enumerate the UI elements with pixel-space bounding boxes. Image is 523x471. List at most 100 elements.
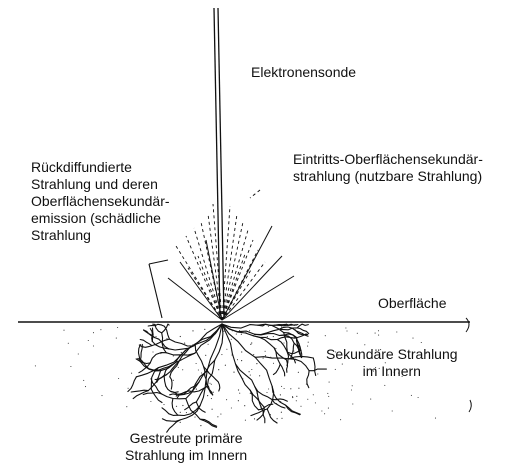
- stipple-dot: [182, 369, 183, 370]
- stipple-dot: [163, 404, 164, 405]
- scattered-primary-radiation: [128, 324, 327, 432]
- stipple-dot: [101, 395, 102, 396]
- stipple-dot: [209, 383, 210, 384]
- stipple-dot: [192, 344, 193, 345]
- scatter-path: [207, 384, 213, 395]
- stipple-dot: [63, 330, 64, 331]
- stipple-dot: [196, 389, 197, 390]
- stipple-dot: [233, 372, 234, 373]
- stipple-dot: [295, 329, 296, 330]
- stipple-dot: [275, 348, 276, 349]
- stipple-dot: [118, 378, 119, 379]
- stipple-dot: [184, 343, 185, 344]
- entrance-ray: [194, 228, 222, 320]
- stipple-dot: [378, 335, 379, 336]
- stipple-dot: [307, 399, 308, 400]
- stipple-dot: [205, 355, 206, 356]
- stipple-dot: [370, 399, 371, 400]
- stipple-dot: [284, 388, 285, 389]
- stipple-dot: [256, 392, 257, 393]
- stipple-dot: [78, 353, 79, 354]
- scatter-path: [216, 380, 220, 391]
- scatter-path: [222, 324, 255, 357]
- scatter-path: [287, 353, 289, 365]
- stipple-dot: [265, 355, 266, 356]
- stipple-dot: [279, 329, 280, 330]
- stipple-dot: [308, 342, 309, 343]
- stipple-dot: [131, 373, 132, 374]
- stipple-dot: [412, 338, 413, 339]
- stipple-dot: [204, 329, 205, 330]
- stipple-dot: [273, 363, 274, 364]
- stipple-dot: [173, 380, 174, 381]
- scatter-path: [255, 334, 280, 336]
- stipple-dot: [411, 395, 412, 396]
- stipple-dot: [200, 425, 201, 426]
- stipple-dot: [181, 352, 182, 353]
- label-electron-probe: Elektronensonde: [251, 64, 356, 81]
- stipple-dot: [270, 414, 271, 415]
- stipple-dot: [250, 344, 251, 345]
- stipple-dot: [208, 364, 209, 365]
- stipple-dot: [200, 419, 201, 420]
- stipple-dot: [192, 330, 193, 331]
- stipple-dot: [253, 354, 254, 355]
- scatter-path: [291, 343, 294, 356]
- stipple-dot: [296, 400, 297, 401]
- scatter-path: [170, 377, 172, 389]
- stipple-dot: [313, 394, 314, 395]
- stipple-dot: [321, 410, 322, 411]
- stipple-dot: [70, 366, 71, 367]
- stipple-dot: [307, 346, 308, 347]
- scatter-path: [139, 345, 152, 347]
- stipple-dot: [196, 363, 197, 364]
- scatter-path: [307, 371, 309, 388]
- stipple-dot: [236, 334, 237, 335]
- entrance-leader: [250, 190, 260, 198]
- stipple-dot: [418, 397, 419, 398]
- stipple-dot: [232, 354, 233, 355]
- stipple-dot: [259, 375, 260, 376]
- stipple-dot: [357, 333, 358, 334]
- stipple-dot: [421, 342, 422, 343]
- stipple-dot: [85, 386, 86, 387]
- scatter-path: [255, 357, 289, 359]
- stipple-dot: [299, 348, 300, 349]
- stipple-dot: [345, 327, 346, 328]
- stipple-dot: [232, 330, 233, 331]
- stipple-dot: [180, 336, 181, 337]
- scatter-path: [280, 364, 285, 376]
- stipple-dot: [207, 395, 208, 396]
- stipple-dot: [276, 403, 277, 404]
- stipple-dot: [241, 351, 242, 352]
- stipple-dot: [221, 354, 222, 355]
- stipple-dot: [273, 336, 274, 337]
- stipple-dot: [327, 393, 328, 394]
- backscatter-ray: [222, 226, 272, 320]
- stipple-dot: [378, 330, 379, 331]
- stipple-dot: [298, 372, 299, 373]
- backscatter-leaders: [149, 260, 168, 318]
- stipple-dot: [266, 392, 267, 393]
- stipple-dot: [241, 334, 242, 335]
- stipple-dot: [256, 363, 257, 364]
- stipple-dot: [281, 326, 282, 327]
- entrance-ray: [222, 262, 265, 320]
- scatter-path: [151, 389, 162, 402]
- entrance-secondary-rays: [176, 204, 265, 320]
- label-surface: Oberfläche: [378, 295, 446, 312]
- stipple-dot: [35, 365, 36, 366]
- stipple-dot: [280, 401, 281, 402]
- right-edge-mark: [469, 400, 471, 412]
- scatter-path: [196, 386, 207, 402]
- stipple-dot: [329, 382, 330, 383]
- stipple-dot: [244, 405, 245, 406]
- stipple-dot: [226, 349, 227, 350]
- stipple-dot: [281, 412, 282, 413]
- stipple-dot: [251, 342, 252, 343]
- stipple-dot: [213, 392, 214, 393]
- stipple-dot: [68, 343, 69, 344]
- scatter-path: [152, 339, 170, 346]
- scatter-path: [297, 324, 308, 328]
- stipple-dot: [315, 402, 316, 403]
